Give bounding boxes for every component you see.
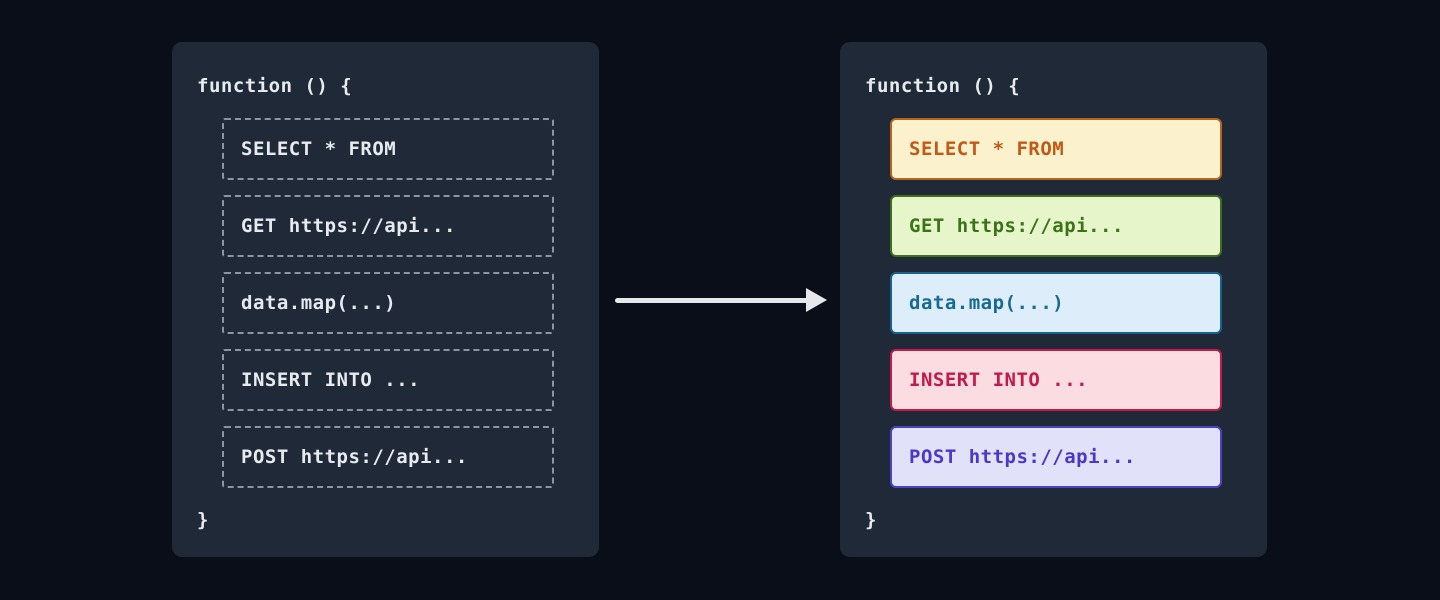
code-block-label: GET https://api... bbox=[909, 215, 1124, 237]
categorized-function-panel: function () { SELECT * FROM GET https://… bbox=[840, 42, 1267, 557]
code-block-http-get: GET https://api... bbox=[222, 195, 554, 257]
code-block-label: data.map(...) bbox=[241, 292, 397, 314]
code-block-label: SELECT * FROM bbox=[241, 138, 397, 160]
function-open-line: function () { bbox=[865, 75, 1021, 97]
code-block-http-post: POST https://api... bbox=[890, 426, 1222, 488]
function-close-brace: } bbox=[197, 509, 209, 531]
function-open-line: function () { bbox=[197, 75, 353, 97]
code-block-http-post: POST https://api... bbox=[222, 426, 554, 488]
code-block-data-map: data.map(...) bbox=[222, 272, 554, 334]
code-block-sql-select: SELECT * FROM bbox=[222, 118, 554, 180]
function-close-brace: } bbox=[865, 509, 877, 531]
code-block-sql-select: SELECT * FROM bbox=[890, 118, 1222, 180]
code-block-label: SELECT * FROM bbox=[909, 138, 1065, 160]
code-block-sql-insert: INSERT INTO ... bbox=[222, 349, 554, 411]
code-block-list: SELECT * FROM GET https://api... data.ma… bbox=[890, 118, 1222, 503]
code-block-label: data.map(...) bbox=[909, 292, 1065, 314]
code-block-label: POST https://api... bbox=[909, 446, 1136, 468]
right-arrow-icon bbox=[615, 298, 809, 303]
right-arrow-head-icon bbox=[806, 288, 827, 312]
code-block-label: INSERT INTO ... bbox=[241, 369, 421, 391]
code-block-label: POST https://api... bbox=[241, 446, 468, 468]
code-block-label: GET https://api... bbox=[241, 215, 456, 237]
code-block-list: SELECT * FROM GET https://api... data.ma… bbox=[222, 118, 554, 503]
code-block-sql-insert: INSERT INTO ... bbox=[890, 349, 1222, 411]
code-block-http-get: GET https://api... bbox=[890, 195, 1222, 257]
code-block-data-map: data.map(...) bbox=[890, 272, 1222, 334]
plain-function-panel: function () { SELECT * FROM GET https://… bbox=[172, 42, 599, 557]
code-block-label: INSERT INTO ... bbox=[909, 369, 1089, 391]
